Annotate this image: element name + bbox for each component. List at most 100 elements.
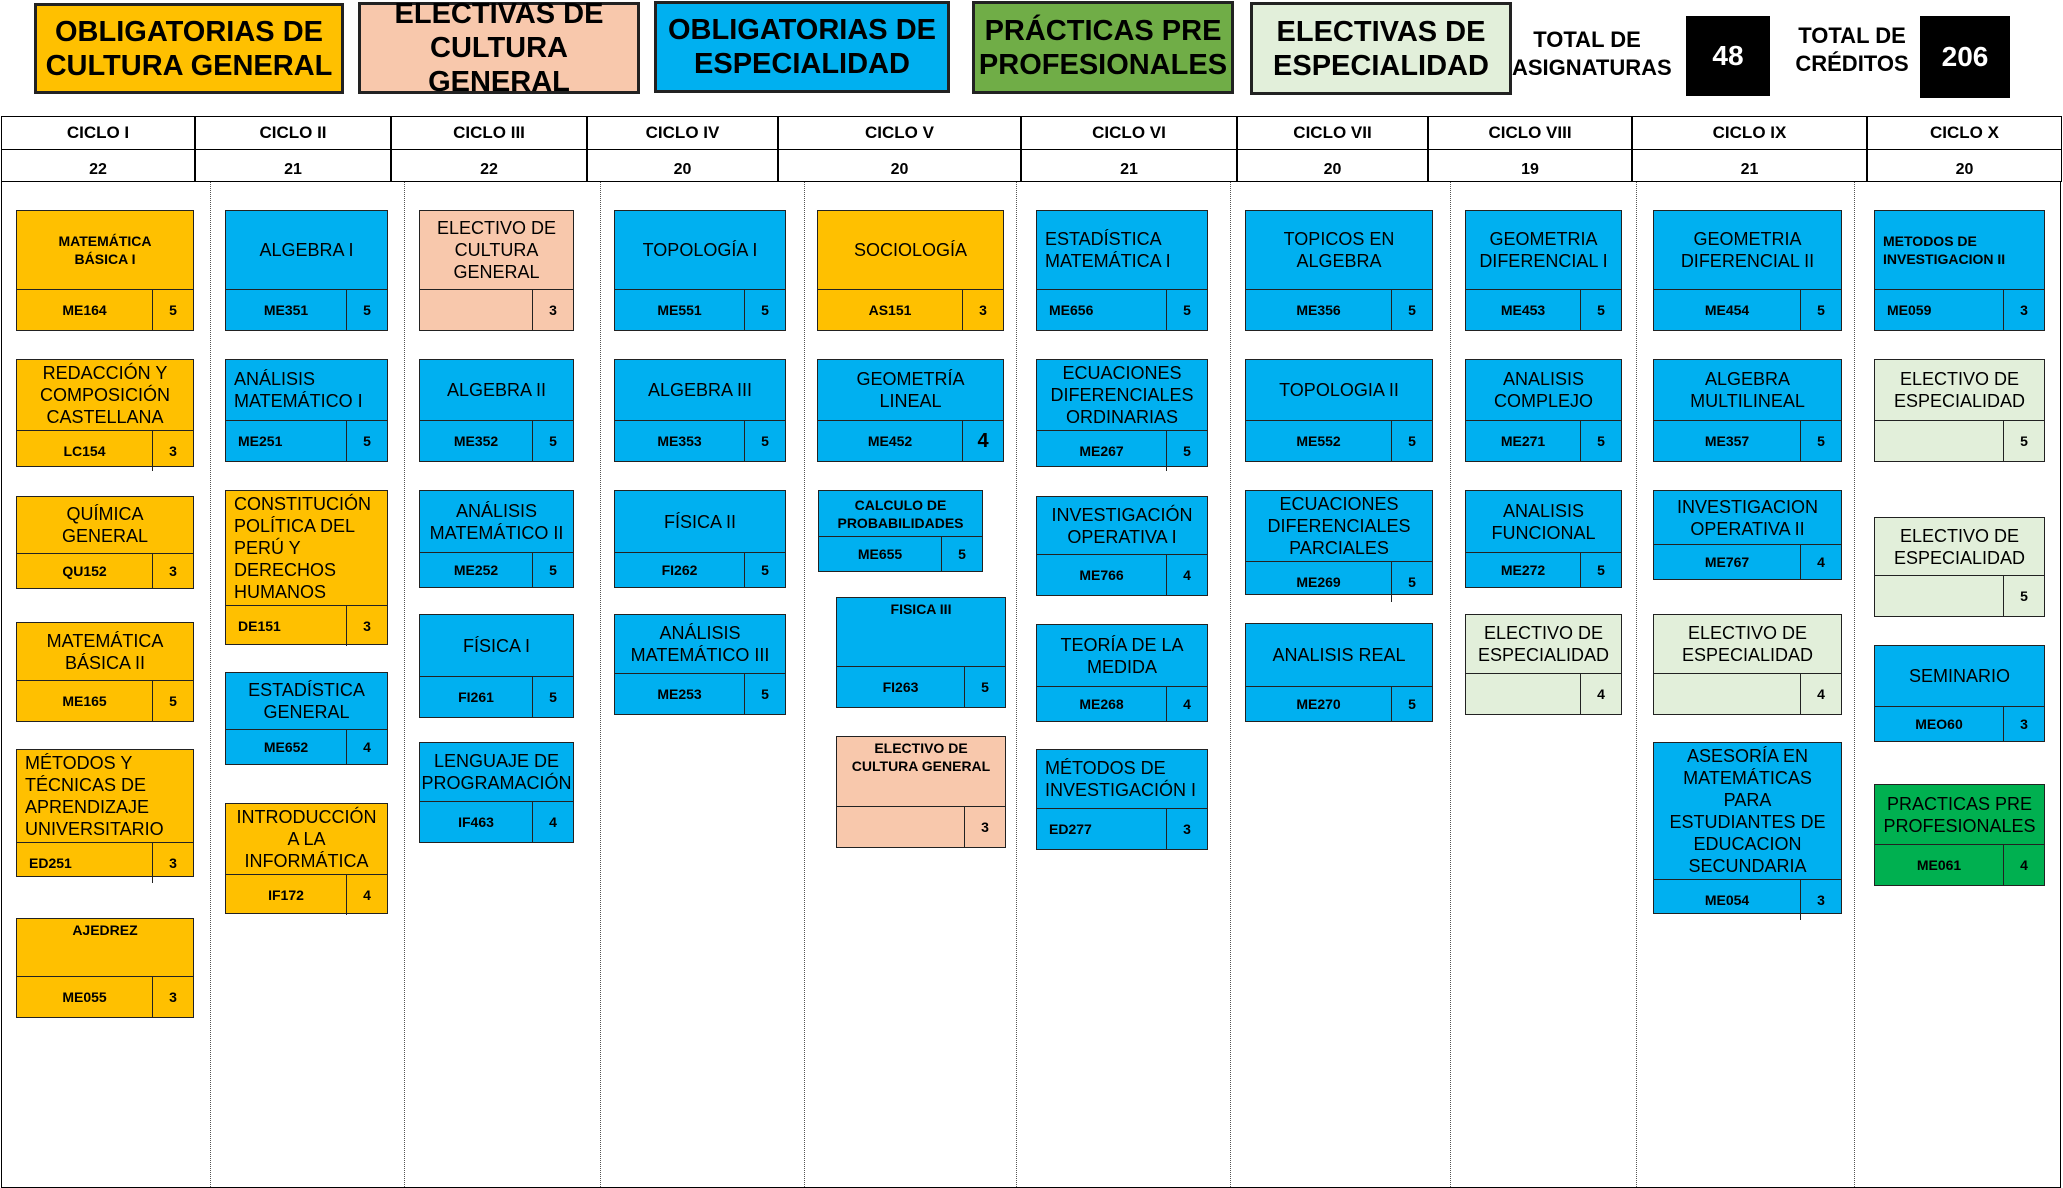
cycle-credits: 22 [1,149,195,182]
course-name: REDACCIÓN Y COMPOSICIÓN CASTELLANA [39,363,170,427]
course-code: ME165 [62,693,107,709]
course-code: ME253 [657,686,702,702]
course-credits: 3 [152,431,193,471]
course-name: TEORÍA DE LA MEDIDA [1060,634,1184,677]
course-credits: 5 [1391,562,1432,602]
course-code: ME551 [657,302,702,318]
course-name: ECUACIONES DIFERENCIALES ORDINARIAS [1050,363,1194,427]
course-card[interactable]: REDACCIÓN Y COMPOSICIÓN CASTELLANA LC154 3 [16,359,194,471]
course-code: LC154 [63,443,106,459]
course-credits: 5 [1800,290,1841,330]
course-code: ME357 [1704,433,1750,449]
cycle-header: CICLO IX [1632,116,1867,150]
course-credits: 5 [1800,421,1841,461]
course-name: FÍSICA II [663,511,737,532]
course-footer: 4 [1466,673,1621,714]
course-card[interactable]: MÉTODOS Y TÉCNICAS DE APRENDIZAJE UNIVER… [16,749,194,883]
course-card[interactable]: ELECTIVO DE CULTURA GENERAL 3 [836,736,1006,848]
course-code: QU152 [62,563,107,579]
course-credits: 3 [152,843,193,883]
course-card[interactable]: CONSTITUCIÓN POLÍTICA DEL PERÚ Y DERECHO… [225,490,388,646]
course-credits: 5 [152,290,193,330]
legend-obligatorias-especialidad: OBLIGATORIAS DE ESPECIALIDAD [654,1,950,93]
course-code: ME270 [1296,696,1341,712]
course-credits: 4 [346,730,387,764]
course-code: ED251 [29,855,72,871]
course-credits: 5 [532,421,573,461]
course-credits: 5 [964,667,1005,707]
course-code [837,807,964,847]
course-name: LENGUAJE DE PROGRAMACIÓN [421,751,572,793]
cycle-credits: 19 [1428,149,1632,182]
course-card[interactable]: ASESORÍA EN MATEMÁTICAS PARA ESTUDIANTES… [1653,742,1842,920]
course-credits: 4 [1800,545,1841,579]
cycle-credits: 21 [1632,149,1867,182]
course-name: ELECTIVO DE CULTURA GENERAL [851,740,991,774]
course-credits: 5 [1166,290,1207,330]
course-code: MEO60 [1915,716,1963,732]
course-credits: 3 [964,807,1005,847]
course-code: ME356 [1296,302,1341,318]
column-divider [1450,182,1451,1187]
cycle-header: CICLO VI [1021,116,1237,150]
total-creditos-value: 206 [1920,16,2010,98]
course-footer: ME357 5 [1654,420,1841,461]
course-name: METODOS DE INVESTIGACION II [1883,233,2006,267]
course-footer: 4 [1654,673,1841,714]
course-code: ME054 [1704,892,1750,908]
course-code: ME252 [453,562,499,578]
legend-obligatorias-cultura: OBLIGATORIAS DE CULTURA GENERAL [34,3,344,94]
